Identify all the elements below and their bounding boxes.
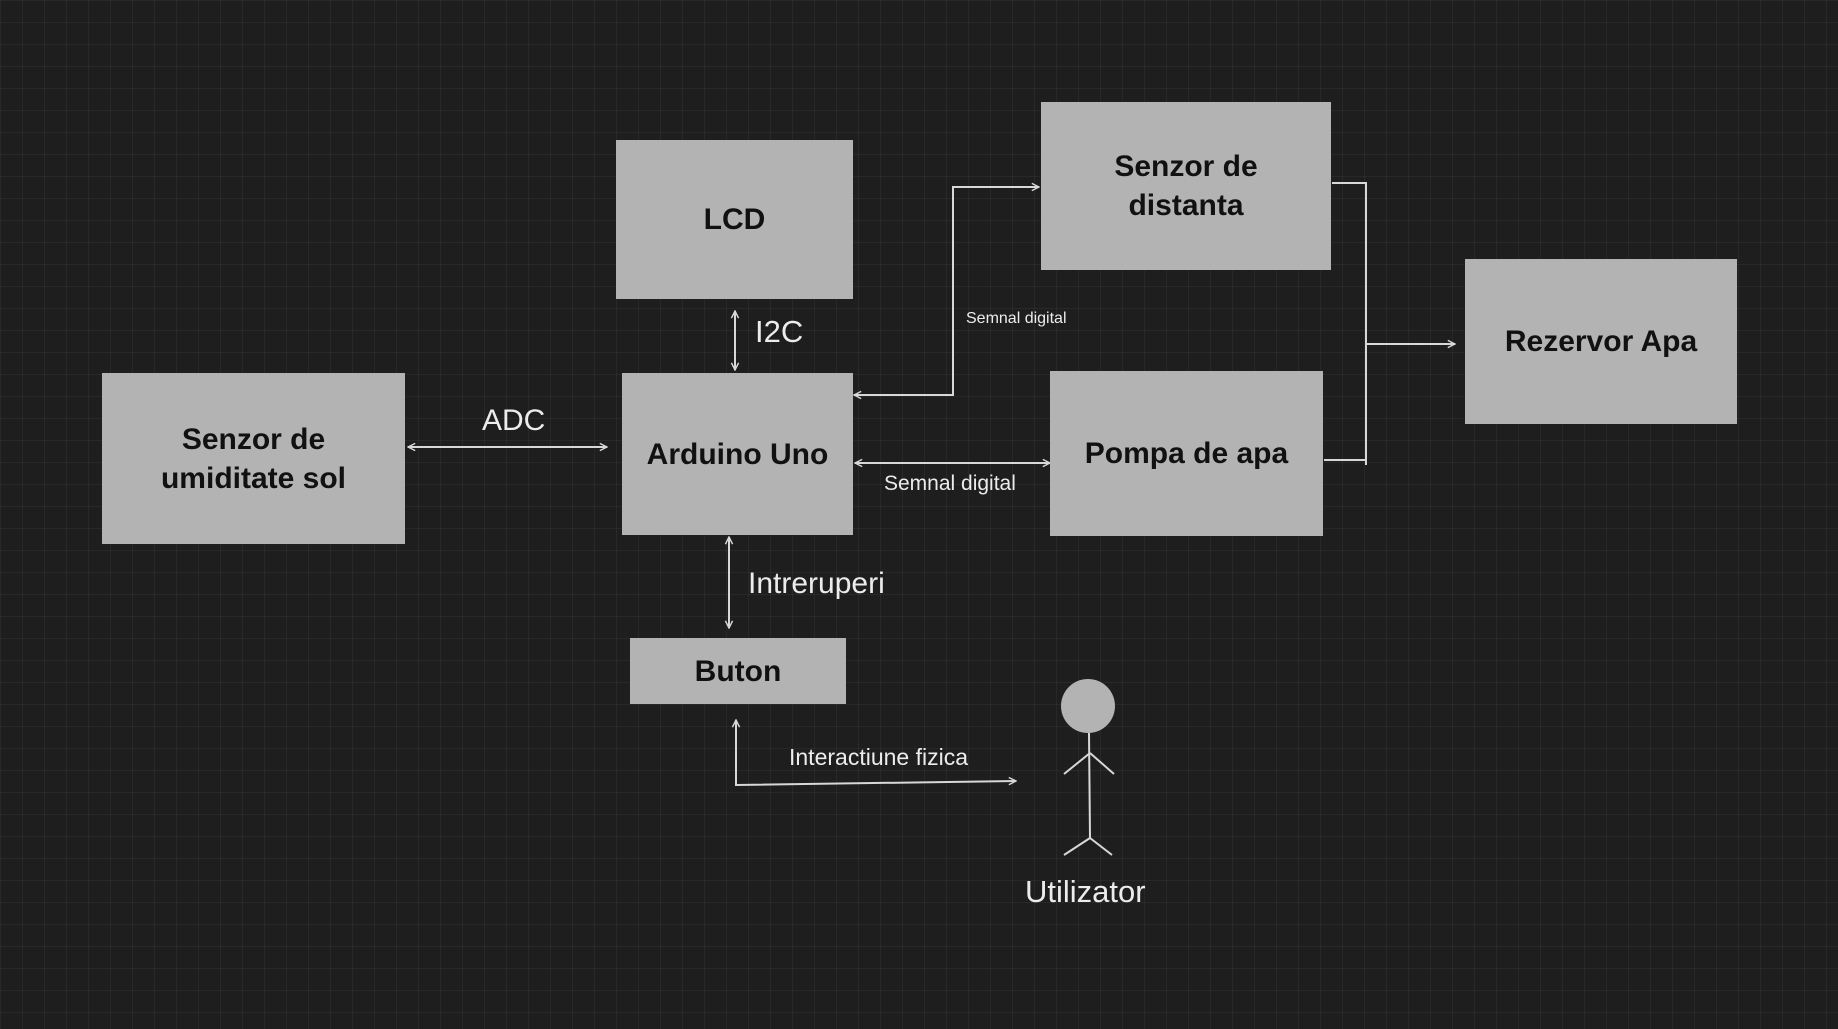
digital-pump-label: Semnal digital bbox=[884, 472, 1016, 495]
water-tank-node: Rezervor Apa bbox=[1465, 259, 1737, 424]
adc-label: ADC bbox=[482, 404, 546, 437]
physical-interaction-label: Interactiune fizica bbox=[789, 744, 968, 770]
stick-figure-icon bbox=[1061, 679, 1115, 856]
soil-sensor-node: Senzor de umiditate sol bbox=[102, 373, 405, 544]
distance-connector bbox=[854, 187, 1039, 395]
i2c-label: I2C bbox=[755, 314, 804, 349]
tank-bus-connector bbox=[1324, 182, 1367, 465]
pump-node: Pompa de apa bbox=[1050, 371, 1323, 536]
user-label: Utilizator bbox=[1025, 874, 1146, 909]
lcd-node: LCD bbox=[616, 140, 853, 299]
arduino-node: Arduino Uno bbox=[622, 373, 853, 535]
button-node: Buton bbox=[630, 638, 846, 704]
physical-connector bbox=[736, 720, 1016, 787]
digital-distance-label: Semnal digital bbox=[966, 310, 1067, 327]
interrupts-label: Intreruperi bbox=[748, 567, 885, 600]
distance-sensor-node: Senzor de distanta bbox=[1041, 102, 1331, 270]
